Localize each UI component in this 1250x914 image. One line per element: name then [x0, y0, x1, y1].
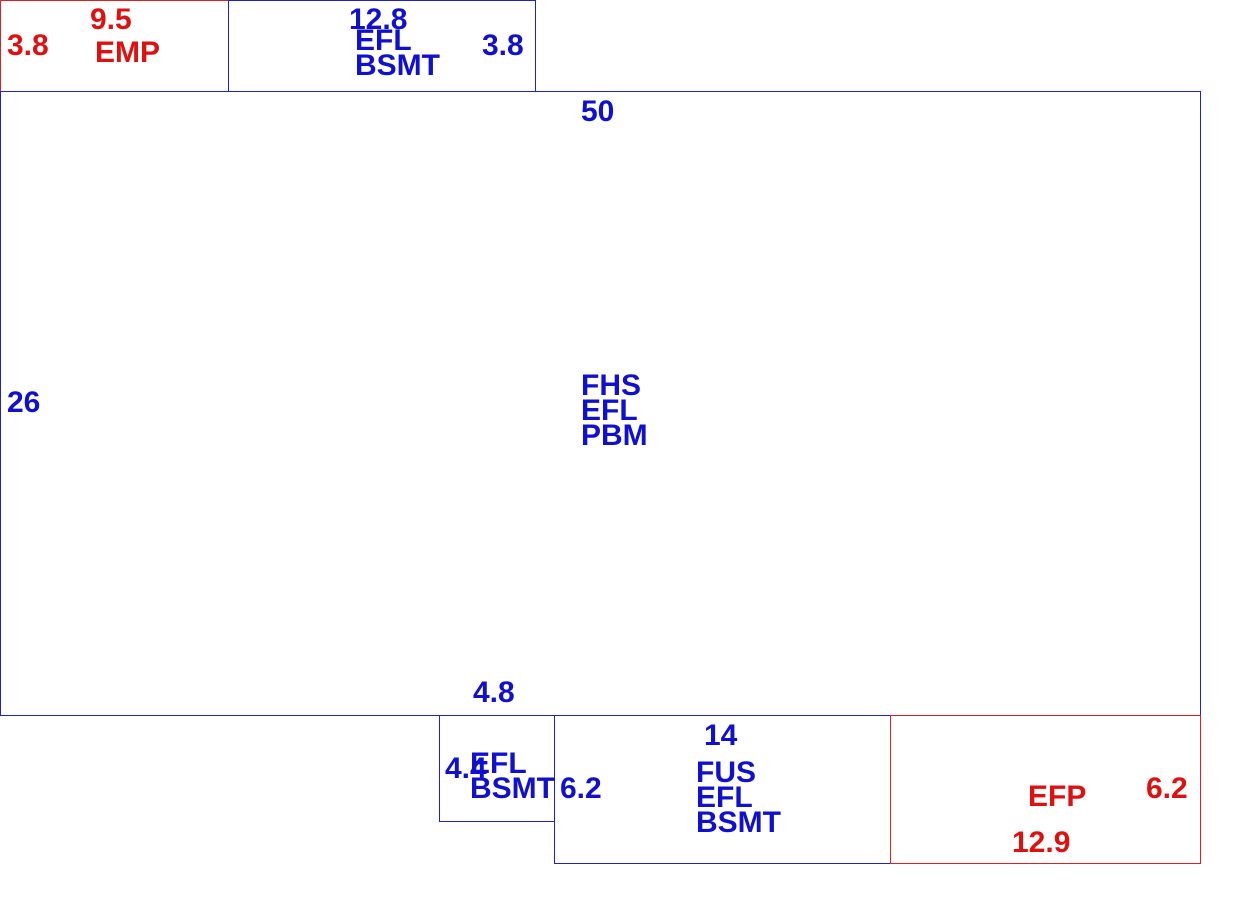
efp-area-code: EFP — [1028, 780, 1087, 813]
emp-area-code: EMP — [95, 36, 161, 69]
bsmt-top-top-dimension: 12.8 — [349, 3, 408, 36]
small-bsmt-side-dimension: 4.4 — [445, 752, 487, 785]
fus-side-dimension: 6.2 — [560, 772, 602, 805]
main-code-efl: EFL — [581, 394, 638, 427]
fus-code-fus: FUS — [696, 756, 756, 789]
efp-area-outline — [890, 715, 1201, 864]
emp-side-dimension: 3.8 — [7, 29, 49, 62]
emp-top-dimension: 9.5 — [90, 3, 132, 36]
bsmt-top-code-bsmt: BSMT — [355, 49, 440, 82]
bsmt-top-side-dimension: 3.8 — [482, 29, 524, 62]
small-bsmt-code-bsmt: BSMT — [470, 772, 555, 805]
main-top-dimension: 50 — [581, 95, 615, 128]
fus-code-bsmt: BSMT — [696, 806, 781, 839]
efp-side-dimension: 6.2 — [1146, 772, 1188, 805]
main-side-dimension: 26 — [7, 386, 41, 419]
fus-top-dimension: 14 — [704, 719, 738, 752]
efp-bottom-dimension: 12.9 — [1012, 826, 1071, 859]
small-bsmt-code-efl: EFL — [470, 747, 527, 780]
small-bsmt-top-dimension: 4.8 — [473, 676, 515, 709]
main-code-pbm: PBM — [581, 419, 648, 452]
fus-code-efl: EFL — [696, 781, 753, 814]
main-code-fhs: FHS — [581, 369, 641, 402]
bsmt-top-code-efl: EFL — [355, 24, 412, 57]
